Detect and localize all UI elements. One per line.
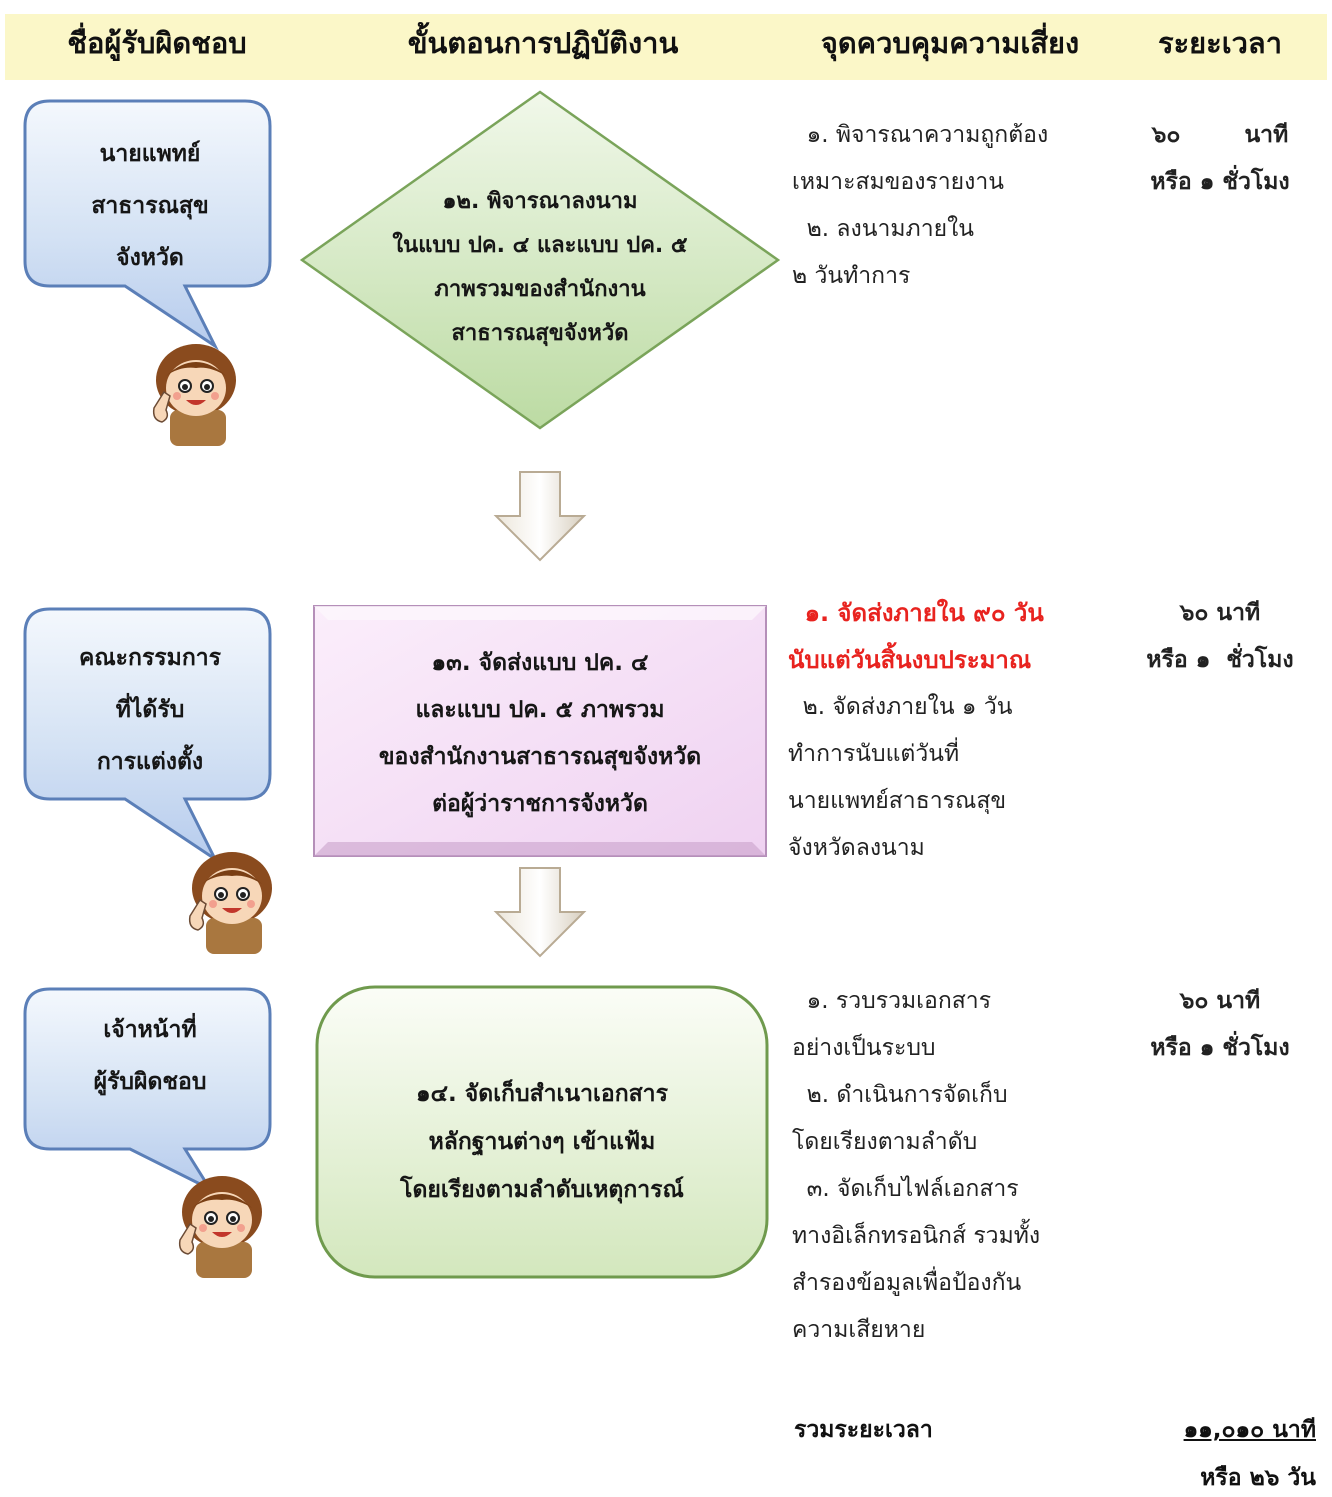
duration-step-12: ๖๐ นาที หรือ ๑ ชั่วโมง: [1130, 112, 1310, 206]
control-line: จังหวัดลงนาม: [788, 835, 925, 861]
control-line: ทำการนับแต่วันที่: [788, 741, 960, 767]
header-responsible: ชื่อผู้รับผิดชอบ: [67, 26, 247, 60]
process-line: ๑๒. พิจารณาลงนาม: [442, 189, 638, 214]
header-control: จุดควบคุมความเสี่ยง: [820, 26, 1080, 60]
time-line: ๖๐ นาที: [1151, 122, 1289, 148]
control-line: ๒ วันทำการ: [792, 263, 911, 289]
process-line: โดยเรียงตามลำดับเหตุการณ์: [400, 1177, 684, 1203]
down-arrow-icon: [493, 471, 587, 562]
process-line: ๑๓. จัดส่งแบบ ปค. ๔: [431, 650, 649, 676]
process-line: ของสำนักงานสาธารณสุขจังหวัด: [378, 744, 702, 770]
responsible-line: ที่ได้รับ: [115, 697, 185, 723]
time-line: ๖๐ นาที: [1179, 600, 1261, 626]
responsible-bubble: [23, 607, 272, 864]
control-line-highlight: ๑. จัดส่งภายใน ๙๐ วัน: [788, 599, 1044, 627]
control-line: ๒. ลงนามภายใน: [792, 216, 975, 242]
process-step-13: ๑๓. จัดส่งแบบ ปค. ๔ และแบบ ปค. ๕ ภาพรวม …: [312, 640, 768, 828]
process-step-12: ๑๒. พิจารณาลงนาม ในแบบ ปค. ๔ และแบบ ปค. …: [340, 180, 740, 356]
responsible-line: คณะกรรมการ: [78, 645, 222, 671]
time-line: หรือ ๑ ชั่วโมง: [1150, 1035, 1290, 1061]
summary-label: รวมระยะเวลา: [794, 1417, 933, 1443]
control-line: ๒. จัดส่งภายใน ๑ วัน: [788, 694, 1013, 720]
control-points-step-13: ๑. จัดส่งภายใน ๙๐ วัน นับแต่วันสิ้นงบประ…: [788, 590, 1044, 872]
control-line: สำรองข้อมูลเพื่อป้องกัน: [792, 1270, 1022, 1296]
process-line: ในแบบ ปค. ๔ และแบบ ปค. ๕: [392, 233, 688, 258]
process-line: ต่อผู้ว่าราชการจังหวัด: [432, 791, 648, 817]
responsible-line: สาธารณสุข: [91, 193, 209, 219]
process-line: ๑๔. จัดเก็บสำเนาเอกสาร: [416, 1081, 668, 1107]
time-line: หรือ ๑ ชั่วโมง: [1146, 647, 1294, 673]
control-line: ๑. รวบรวมเอกสาร: [792, 988, 992, 1014]
process-step-14: ๑๔. จัดเก็บสำเนาเอกสาร หลักฐานต่างๆ เข้า…: [314, 1070, 770, 1214]
responsible-line: การแต่งตั้ง: [96, 749, 204, 775]
responsible-label: นายแพทย์ สาธารณสุข จังหวัด: [25, 128, 275, 284]
decision-diamond: [299, 90, 781, 430]
responsible-line: ผู้รับผิดชอบ: [93, 1069, 207, 1095]
process-line: หลักฐานต่างๆ เข้าแฟ้ม: [428, 1129, 656, 1155]
responsible-line: นายแพทย์: [99, 141, 201, 167]
responsible-label: เจ้าหน้าที่ ผู้รับผิดชอบ: [25, 1004, 275, 1108]
control-line: ๑. พิจารณาความถูกต้อง: [792, 122, 1049, 148]
process-box: [315, 985, 769, 1279]
time-line: ๖๐ นาที: [1179, 988, 1261, 1014]
responsible-label: คณะกรรมการ ที่ได้รับ การแต่งตั้ง: [25, 632, 275, 788]
responsible-line: เจ้าหน้าที่: [103, 1017, 197, 1043]
control-points-step-14: ๑. รวบรวมเอกสาร อย่างเป็นระบบ ๒. ดำเนินก…: [792, 978, 1040, 1354]
mascot-icon: [152, 344, 236, 446]
table-header: [5, 14, 1327, 80]
process-line: และแบบ ปค. ๕ ภาพรวม: [415, 697, 665, 723]
control-points-step-12: ๑. พิจารณาความถูกต้อง เหมาะสมของรายงาน ๒…: [792, 112, 1048, 300]
control-line: ๓. จัดเก็บไฟล์เอกสาร: [792, 1176, 1019, 1202]
header-process: ขั้นตอนการปฏิบัติงาน: [407, 26, 679, 60]
duration-step-13: ๖๐ นาที หรือ ๑ ชั่วโมง: [1130, 590, 1310, 684]
mascot-icon: [188, 852, 272, 954]
control-line: ความเสียหาย: [792, 1317, 926, 1343]
time-line: หรือ ๑ ชั่วโมง: [1150, 169, 1290, 195]
duration-step-14: ๖๐ นาที หรือ ๑ ชั่วโมง: [1130, 978, 1310, 1072]
summary-total-minutes: ๑๑,๐๑๐ นาที: [1183, 1417, 1316, 1443]
control-line: นายแพทย์สาธารณสุข: [788, 788, 1007, 814]
control-line: ทางอิเล็กทรอนิกส์ รวมทั้ง: [792, 1223, 1041, 1249]
header-duration: ระยะเวลา: [1158, 26, 1282, 60]
control-line-highlight: นับแต่วันสิ้นงบประมาณ: [788, 646, 1032, 674]
mascot-icon: [178, 1176, 262, 1278]
control-line: ๒. ดำเนินการจัดเก็บ: [792, 1082, 1008, 1108]
responsible-bubble: [23, 99, 272, 351]
responsible-bubble: [23, 987, 272, 1193]
process-line: สาธารณสุขจังหวัด: [451, 321, 629, 346]
control-line: เหมาะสมของรายงาน: [792, 169, 1005, 195]
process-box: [313, 605, 767, 857]
control-line: โดยเรียงตามลำดับ: [792, 1129, 978, 1155]
down-arrow-icon: [493, 867, 587, 958]
process-line: ภาพรวมของสำนักงาน: [434, 277, 646, 302]
control-line: อย่างเป็นระบบ: [792, 1035, 936, 1061]
summary-total-days: หรือ ๒๖ วัน: [1200, 1465, 1316, 1491]
responsible-line: จังหวัด: [116, 245, 184, 271]
